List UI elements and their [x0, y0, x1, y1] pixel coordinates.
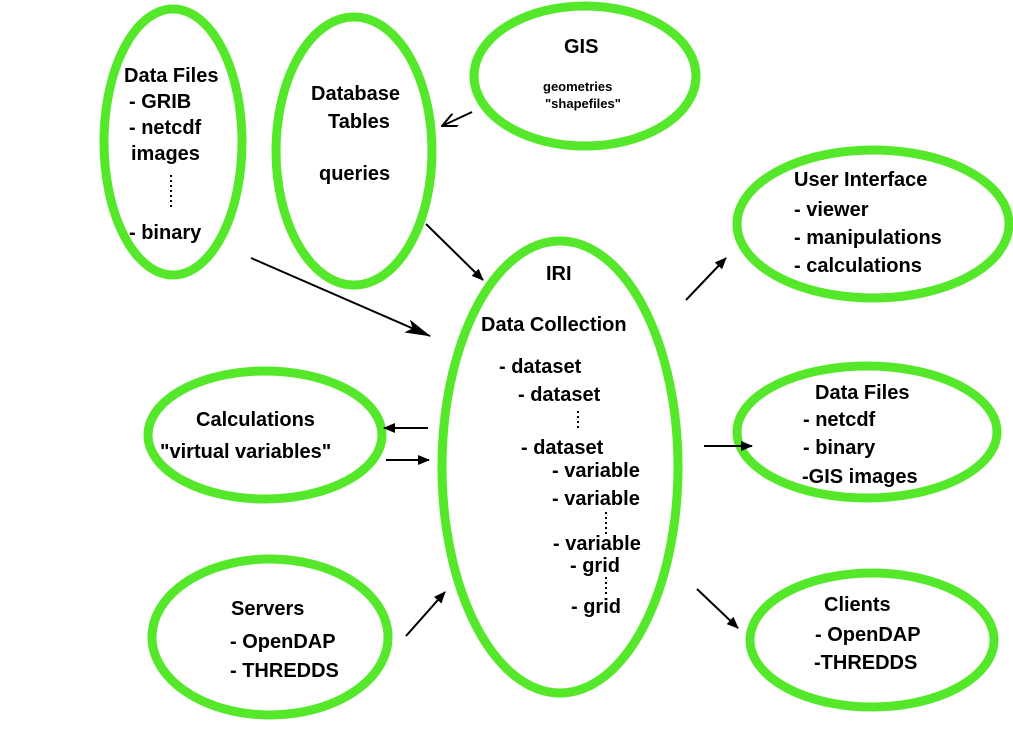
data-files-input-title: Data Files — [124, 65, 218, 87]
gis-item: "shapefiles" — [545, 96, 621, 111]
iri-item: - grid — [571, 596, 621, 618]
servers-to-iri-arrow — [405, 591, 446, 637]
gis-ellipse — [469, 1, 701, 151]
data-files-output-title: Data Files — [815, 382, 909, 404]
iri-ellipse — [437, 236, 683, 698]
user-interface-title: User Interface — [794, 169, 927, 191]
data-files-output-item: - netcdf — [803, 409, 876, 431]
user-interface-item: - calculations — [794, 255, 922, 277]
clients-title: Clients — [824, 594, 891, 616]
iri-item: - dataset — [499, 356, 582, 378]
data-files-to-iri-arrow — [250, 257, 431, 337]
data-files-input-item: - GRIB — [129, 91, 191, 113]
data-files-input-item: images — [131, 143, 200, 165]
database-title-line1: Database — [311, 83, 400, 105]
clients-item: -THREDDS — [814, 652, 917, 674]
database-ellipse — [271, 12, 437, 290]
iri-title: IRI — [546, 263, 572, 285]
iri-item: - variable — [552, 460, 640, 482]
clients-ellipse — [745, 568, 999, 712]
user-interface-item: - manipulations — [794, 227, 942, 249]
iri-item: - grid — [570, 555, 620, 577]
servers-item: - OpenDAP — [230, 631, 336, 653]
iri-subtitle: Data Collection — [481, 314, 627, 336]
database-item: queries — [319, 163, 390, 185]
gis-to-database-arrow — [442, 111, 473, 126]
data-files-output-ellipse — [732, 361, 1002, 503]
iri-item: - variable — [552, 488, 640, 510]
user-interface-ellipse — [732, 145, 1013, 303]
database-to-iri-arrow — [425, 223, 484, 281]
servers-item: - THREDDS — [230, 660, 339, 682]
calculations-ellipse — [143, 366, 387, 504]
data-files-input-item: - binary — [129, 222, 202, 244]
servers-ellipse — [147, 554, 393, 720]
iri-to-user-interface-arrow — [685, 257, 727, 301]
calculations-title: Calculations — [196, 409, 315, 431]
iri-item: - dataset — [521, 437, 604, 459]
data-files-output-item: -GIS images — [802, 466, 918, 488]
clients-item: - OpenDAP — [815, 624, 921, 646]
database-title-line2: Tables — [328, 111, 390, 133]
iri-to-clients-arrow — [696, 588, 739, 629]
gis-title: GIS — [564, 36, 598, 58]
servers-title: Servers — [231, 598, 304, 620]
iri-item: - variable — [553, 533, 641, 555]
data-files-output-item: - binary — [803, 437, 876, 459]
gis-item: geometries — [543, 79, 612, 94]
user-interface-item: - viewer — [794, 199, 869, 221]
data-files-input-ellipse — [99, 4, 247, 280]
calculations-item: "virtual variables" — [160, 441, 331, 463]
data-files-input-item: - netcdf — [129, 117, 202, 139]
iri-item: - dataset — [518, 384, 601, 406]
